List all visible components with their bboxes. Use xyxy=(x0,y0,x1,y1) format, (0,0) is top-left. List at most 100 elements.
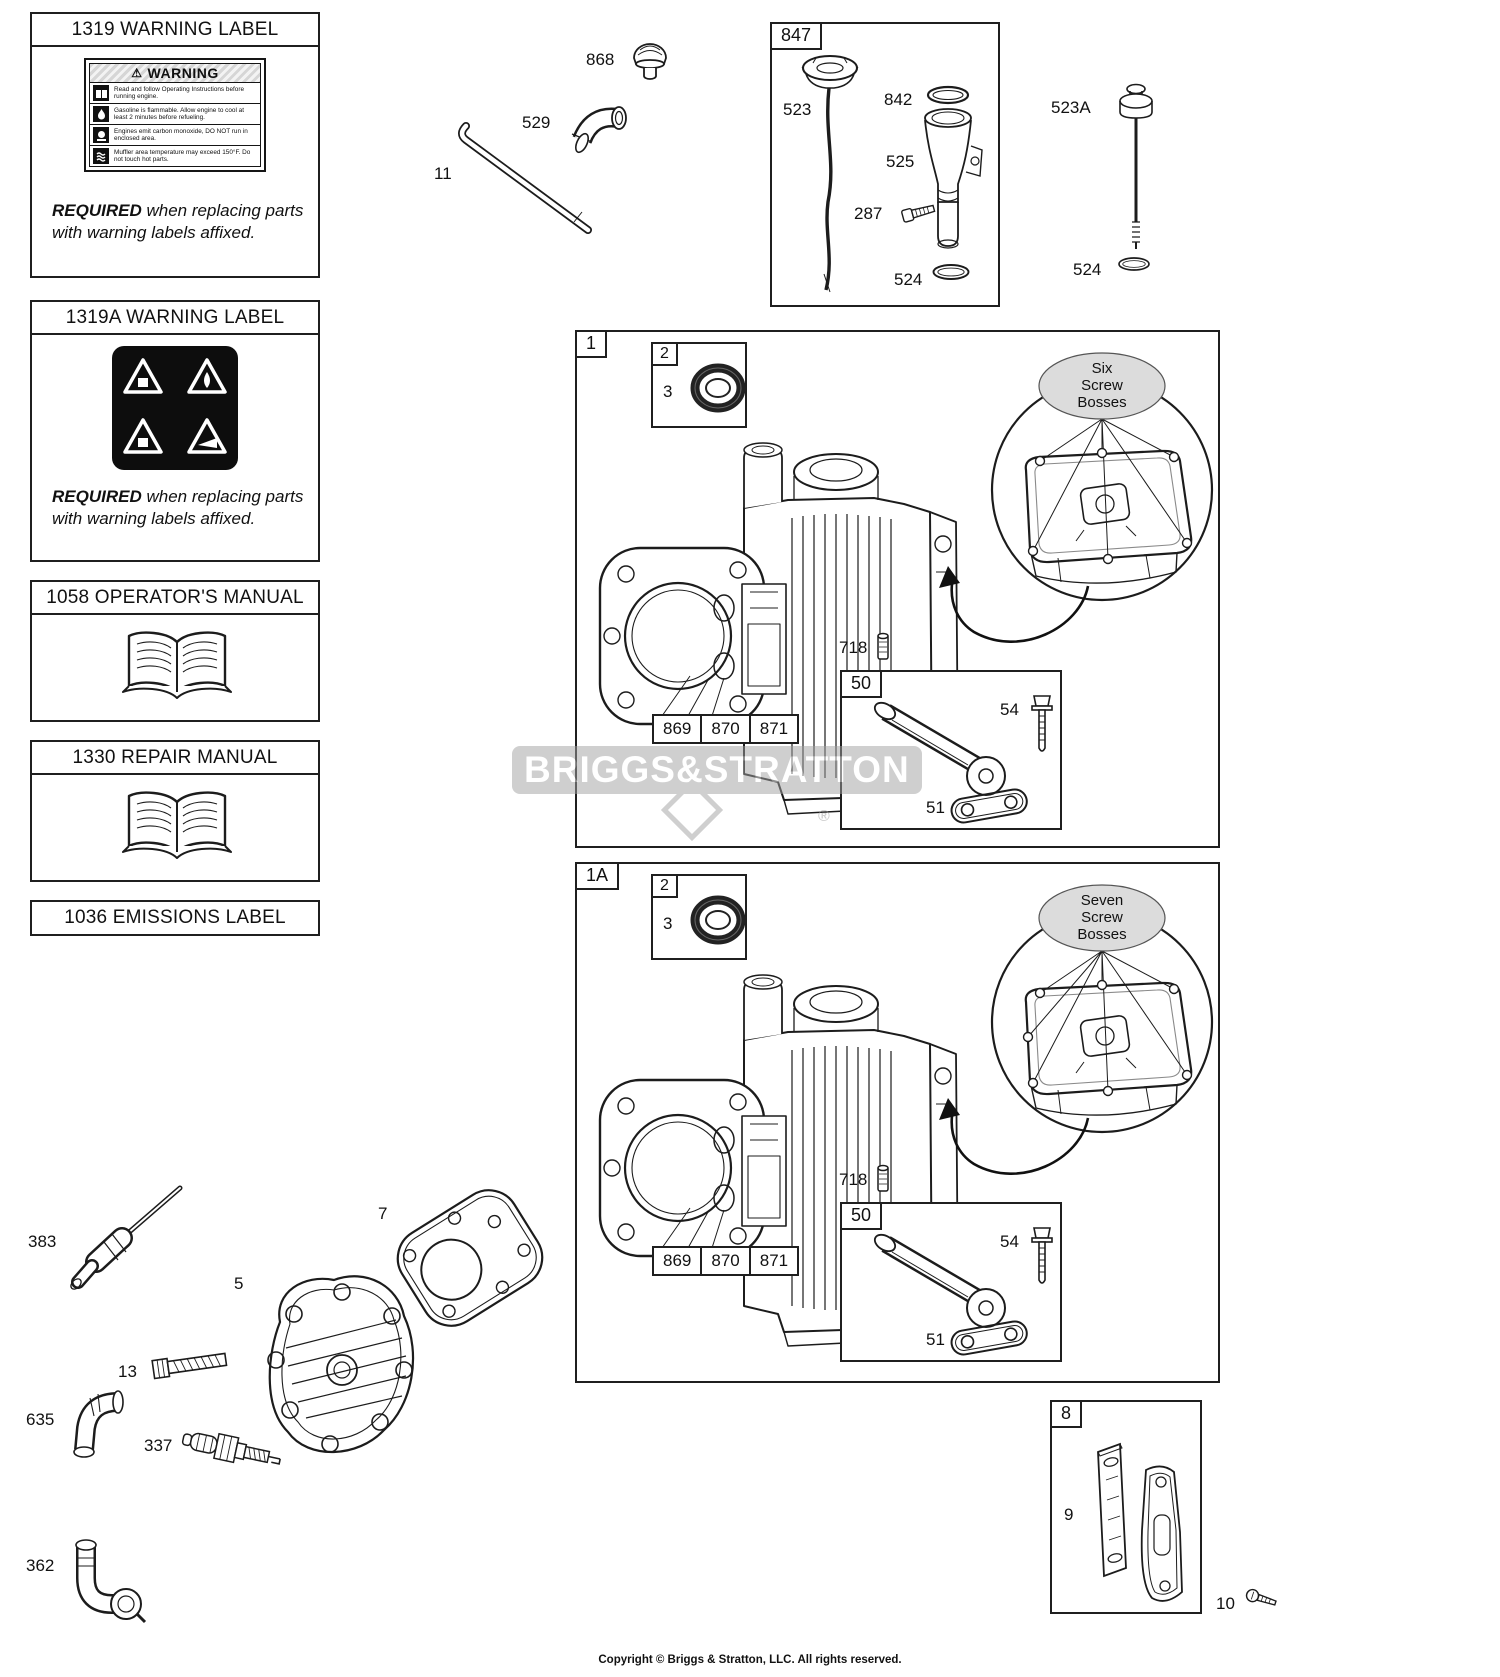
part-label-54: 54 xyxy=(1000,1232,1019,1251)
screw-bosses-callout: Seven Screw Bosses xyxy=(1077,892,1127,943)
seal-box-2-label: 2 xyxy=(651,342,678,366)
oring-drawing xyxy=(1116,254,1152,274)
part-label-870: 870 xyxy=(700,714,751,744)
part-label-871: 871 xyxy=(748,1246,800,1276)
pointer-arrow xyxy=(930,1088,1098,1196)
cylinder-label-row: 869 870 871 xyxy=(652,1246,800,1276)
screw-drawing xyxy=(900,198,940,224)
warning-label-1319-graphic: ⚠ WARNING Read and follow Operating Inst… xyxy=(84,58,266,172)
guard-plate-drawing xyxy=(1086,1440,1132,1582)
pointer-arrow xyxy=(930,556,1098,664)
flame-icon xyxy=(93,106,109,122)
breather-gasket-drawing xyxy=(945,1318,1033,1356)
sump-inset-drawing xyxy=(984,352,1220,606)
small-screw-drawing xyxy=(1244,1586,1282,1612)
warning-label-header: ⚠ WARNING xyxy=(89,63,261,83)
assembly-box-1-label: 1 xyxy=(575,330,608,358)
panel-title: 1036 EMISSIONS LABEL xyxy=(64,907,286,928)
part-label-525: 525 xyxy=(886,152,915,171)
part-label-529: 529 xyxy=(522,113,551,132)
oil-seal-drawing xyxy=(690,890,746,950)
part-label-9: 9 xyxy=(1064,1505,1074,1524)
panel-title: 1058 OPERATOR'S MANUAL xyxy=(32,582,318,615)
spark-plug-drawing xyxy=(180,1424,286,1476)
part-label-635: 635 xyxy=(26,1410,55,1429)
panel-repair-manual: 1330 REPAIR MANUAL xyxy=(30,740,320,882)
part-label-524: 524 xyxy=(894,270,923,289)
part-label-871: 871 xyxy=(748,714,800,744)
oil-dipstick-drawing xyxy=(796,52,866,300)
part-label-362: 362 xyxy=(26,1556,55,1575)
plug-wrench-drawing xyxy=(58,1180,188,1305)
part-label-869: 869 xyxy=(652,1246,703,1276)
part-label-869: 869 xyxy=(652,714,703,744)
seal-box-2a: 2 xyxy=(651,874,747,960)
oil-fill-tube-drawing xyxy=(920,106,986,258)
spark-plug-boot-drawing xyxy=(60,1388,136,1466)
panel-title: 1319A WARNING LABEL xyxy=(32,302,318,335)
copyright-notice: Copyright © Briggs & Stratton, LLC. All … xyxy=(598,1654,902,1666)
group-box-847-label: 847 xyxy=(770,22,823,50)
exhaust-gasket-drawing xyxy=(1128,1460,1192,1612)
part-label-868: 868 xyxy=(586,50,615,69)
warning-row: Muffler area temperature may exceed 150°… xyxy=(89,146,261,167)
warning-row: Read and follow Operating Instructions b… xyxy=(89,83,261,104)
open-book-icon xyxy=(117,786,237,868)
warning-pictograms-graphic xyxy=(112,346,238,470)
dowel-pin-drawing xyxy=(874,1162,892,1196)
assembly-box-1a-label: 1A xyxy=(575,862,620,890)
part-label-7: 7 xyxy=(378,1204,388,1223)
part-label-383: 383 xyxy=(28,1232,57,1251)
oil-seal-drawing xyxy=(690,358,746,418)
part-label-523A: 523A xyxy=(1051,98,1091,117)
panel-title: 1330 REPAIR MANUAL xyxy=(32,742,318,775)
part-label-287: 287 xyxy=(854,204,883,223)
panel-warning-1319: 1319 WARNING LABEL ⚠ WARNING Read and fo… xyxy=(30,12,320,278)
breather-gasket-drawing xyxy=(945,786,1033,824)
panel-warning-1319a: 1319A WARNING LABEL REQUIRED when replac… xyxy=(30,300,320,562)
manual-book-icon xyxy=(93,85,109,101)
part-label-718: 718 xyxy=(839,638,868,657)
open-book-icon xyxy=(117,626,237,708)
part-label-51: 51 xyxy=(926,1330,945,1349)
head-bolt-drawing xyxy=(150,1346,236,1382)
part-label-11: 11 xyxy=(434,164,452,183)
part-label-5: 5 xyxy=(234,1274,244,1293)
dowel-pin-drawing xyxy=(874,630,892,664)
part-label-3: 3 xyxy=(663,382,673,401)
hot-surface-icon xyxy=(93,148,109,164)
dipstick-drawing xyxy=(1110,82,1162,257)
part-label-54: 54 xyxy=(1000,700,1019,719)
part-label-10: 10 xyxy=(1216,1594,1235,1613)
panel-title: 1319 WARNING LABEL xyxy=(32,14,318,47)
oring-drawing xyxy=(924,84,972,106)
panel-emissions-label: 1036 EMISSIONS LABEL xyxy=(30,900,320,936)
warning-row: Gasoline is flammable. Allow engine to c… xyxy=(89,104,261,125)
part-label-718: 718 xyxy=(839,1170,868,1189)
ignition-boot-drawing xyxy=(58,1534,148,1632)
flange-screw-drawing xyxy=(1028,692,1056,756)
warning-triangle-icon: ⚠ xyxy=(131,66,143,80)
oring-drawing xyxy=(930,262,972,282)
sump-inset-drawing xyxy=(984,884,1220,1138)
panel-operators-manual: 1058 OPERATOR'S MANUAL xyxy=(30,580,320,722)
part-label-870: 870 xyxy=(700,1246,751,1276)
screw-bosses-callout: Six Screw Bosses xyxy=(1077,360,1127,411)
part-label-523: 523 xyxy=(783,100,812,119)
part-label-842: 842 xyxy=(884,90,913,109)
breather-box-50-label: 50 xyxy=(840,670,883,698)
group-box-8-label: 8 xyxy=(1050,1400,1083,1428)
cylinder-label-row: 869 870 871 xyxy=(652,714,800,744)
part-label-13: 13 xyxy=(118,1362,137,1381)
part-label-337: 337 xyxy=(144,1436,173,1455)
breather-box-50a-label: 50 xyxy=(840,1202,883,1230)
required-note: REQUIRED when replacing parts with warni… xyxy=(52,201,304,243)
part-label-3: 3 xyxy=(663,914,673,933)
carbon-monoxide-icon xyxy=(93,127,109,143)
warning-row: Engines emit carbon monoxide, DO NOT run… xyxy=(89,125,261,146)
required-note: REQUIRED when replacing parts with warni… xyxy=(52,487,304,529)
part-label-524-alt: 524 xyxy=(1073,260,1102,279)
part-label-51: 51 xyxy=(926,798,945,817)
seal-box-2a-label: 2 xyxy=(651,874,678,898)
